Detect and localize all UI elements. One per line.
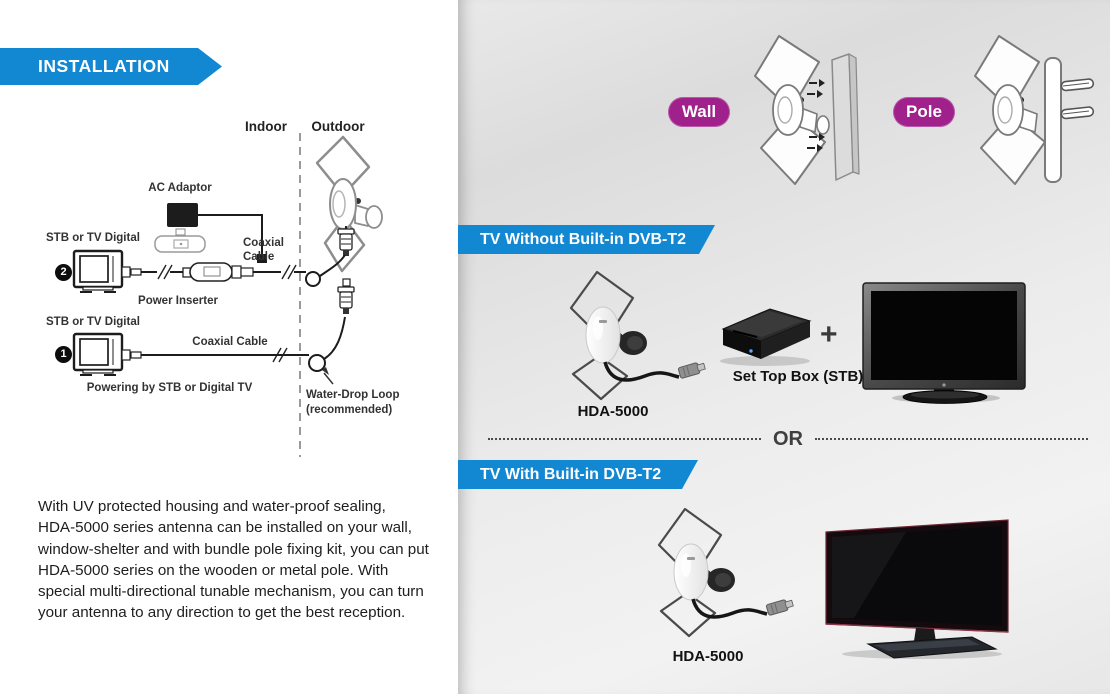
coaxial-cable-label: Coaxial Cable bbox=[192, 336, 268, 348]
outdoor-label: Outdoor bbox=[311, 119, 365, 134]
antenna-connector-lower bbox=[337, 278, 355, 314]
tv1-drawing bbox=[72, 332, 124, 376]
cable-row2 bbox=[121, 254, 346, 287]
indoor-label: Indoor bbox=[245, 119, 287, 134]
coaxial-cable-two-line-label-1: Coaxial bbox=[243, 237, 284, 249]
section-banner-with-dvbt2: TV With Built-in DVB-T2 bbox=[458, 460, 698, 489]
description-line: With UV protected housing and water-proo… bbox=[38, 498, 386, 515]
stb-row1-label: STB or TV Digital bbox=[46, 316, 140, 328]
tv-image-1 bbox=[862, 282, 1026, 404]
description-line: HDA-5000 series on the wooden or metal p… bbox=[38, 561, 389, 579]
right-panel: Wall Pole bbox=[458, 0, 1110, 694]
coaxial-cable-two-line-label-2: Cable bbox=[243, 251, 275, 263]
description-line: HDA-5000 series antenna can be installed… bbox=[38, 519, 412, 537]
water-drop-arrow bbox=[322, 367, 334, 385]
plus-sign: + bbox=[820, 318, 838, 351]
description-line: window-shelter and with bundle pole fixi… bbox=[38, 540, 429, 558]
wall-badge: Wall bbox=[668, 97, 730, 127]
powering-label: Powering by STB or Digital TV bbox=[86, 382, 253, 394]
wall-mount-illustration bbox=[754, 35, 860, 185]
or-divider: OR bbox=[488, 426, 1088, 452]
description-paragraph: With UV protected housing and water-proo… bbox=[38, 496, 454, 624]
wiring-diagram-art bbox=[72, 133, 383, 457]
step-2-badge: 2 bbox=[55, 264, 72, 281]
set-top-box-image bbox=[720, 308, 812, 366]
set-top-box-label: Set Top Box (STB) bbox=[732, 368, 864, 385]
tv-image-2 bbox=[825, 519, 1009, 659]
left-panel: INSTALLATION bbox=[0, 0, 458, 694]
or-dotted-line-right bbox=[815, 438, 1088, 440]
or-dotted-line-left bbox=[488, 438, 761, 440]
wiring-diagram: Indoor Outdoor AC Adaptor STB or TV Digi… bbox=[0, 105, 458, 465]
antenna-connector-upper bbox=[337, 226, 355, 256]
description-line: special multi-directional tunable mechan… bbox=[38, 583, 424, 601]
stb-row2-label: STB or TV Digital bbox=[46, 232, 140, 244]
power-inserter-label: Power Inserter bbox=[138, 295, 218, 307]
outdoor-antenna-drawing bbox=[315, 135, 383, 273]
pole-mount-illustration bbox=[974, 35, 1095, 185]
power-strip-drawing bbox=[154, 235, 206, 253]
hda5000-label-1: HDA-5000 bbox=[577, 403, 649, 420]
ac-adaptor-drawing bbox=[167, 203, 267, 263]
ac-adaptor-label: AC Adaptor bbox=[148, 182, 212, 194]
water-drop-label-line1: Water-Drop Loop bbox=[306, 389, 400, 401]
tv2-drawing bbox=[72, 249, 124, 293]
hda5000-label-2: HDA-5000 bbox=[672, 648, 744, 665]
step-1-badge: 1 bbox=[55, 346, 72, 363]
water-drop-label-line2: (recommended) bbox=[306, 404, 393, 416]
hda5000-antenna-image-2 bbox=[657, 507, 794, 638]
cable-row1 bbox=[121, 316, 346, 372]
section-banner-without-dvbt2: TV Without Built-in DVB-T2 bbox=[458, 225, 715, 254]
description-line: your antenna to any direction to get the… bbox=[38, 604, 406, 622]
installation-ribbon: INSTALLATION bbox=[0, 48, 222, 85]
hda5000-antenna-image-1 bbox=[569, 270, 706, 401]
pole-badge: Pole bbox=[893, 97, 955, 127]
or-label: OR bbox=[773, 427, 803, 450]
